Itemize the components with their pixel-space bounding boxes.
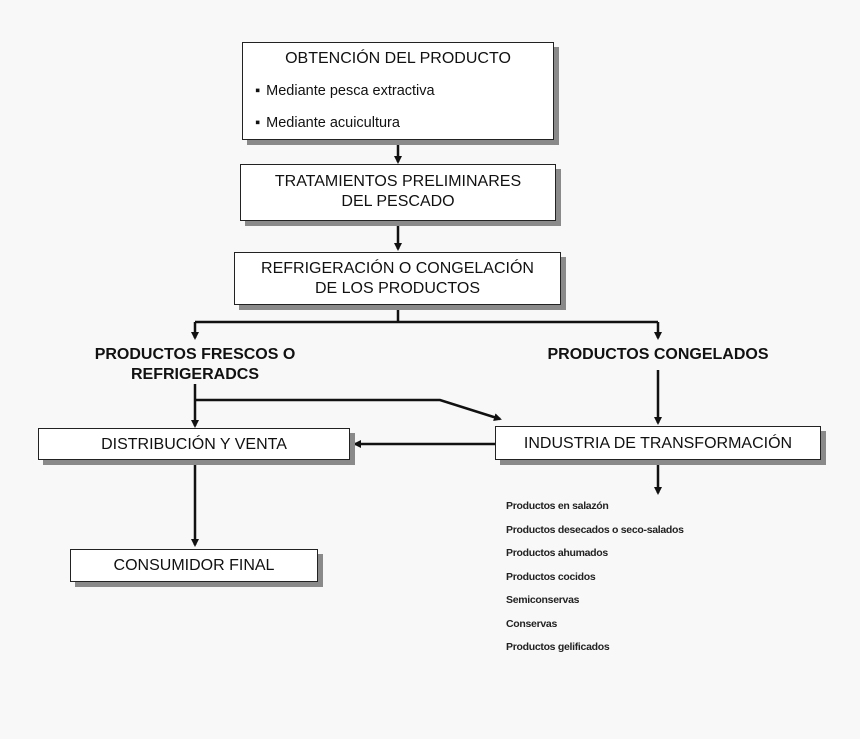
bullet-acuicultura: Mediante acuicultura xyxy=(243,113,553,133)
box-tratamientos-preliminares: TRATAMIENTOS PRELIMINARES DEL PESCADO xyxy=(240,164,556,221)
box-consumidor-final: CONSUMIDOR FINAL xyxy=(70,549,318,582)
product-item: Conservas xyxy=(506,617,557,630)
product-item: Productos desecados o seco-salados xyxy=(506,523,684,536)
obtencion-title: OBTENCIÓN DEL PRODUCTO xyxy=(285,50,511,67)
frescos-line1: PRODUCTOS FRESCOS O xyxy=(94,346,296,363)
product-item: Productos en salazón xyxy=(506,500,609,512)
processed-products-list: Productos en salazón Productos desecados… xyxy=(506,500,684,665)
box-refrigeracion-congelacion: REFRIGERACIÓN O CONGELACIÓN DE LOS PRODU… xyxy=(234,252,561,305)
box-distribucion-venta: DISTRIBUCIÓN Y VENTA xyxy=(38,428,350,460)
refrigeracion-line2: DE LOS PRODUCTOS xyxy=(314,280,481,297)
frescos-line2: REFRIGERADCS xyxy=(130,366,259,383)
box-obtencion-del-producto: OBTENCIÓN DEL PRODUCTO Mediante pesca ex… xyxy=(242,42,554,140)
refrigeracion-line1: REFRIGERACIÓN O CONGELACIÓN xyxy=(261,260,534,277)
tratamientos-line2: DEL PESCADO xyxy=(341,193,455,210)
product-item: Productos ahumados xyxy=(506,547,608,559)
product-item: Productos cocidos xyxy=(506,570,596,583)
label-productos-frescos: PRODUCTOS FRESCOS O REFRIGERADCS xyxy=(70,345,320,385)
product-item: Semiconservas xyxy=(506,594,580,606)
product-item: Productos gelificados xyxy=(506,641,610,653)
box-industria-transformacion: INDUSTRIA DE TRANSFORMACIÓN xyxy=(495,426,821,460)
frescos-to-industria xyxy=(195,398,502,422)
label-productos-congelados: PRODUCTOS CONGELADOS xyxy=(547,346,769,363)
bullet-pesca-extractiva: Mediante pesca extractiva xyxy=(243,81,553,101)
tratamientos-line1: TRATAMIENTOS PRELIMINARES xyxy=(274,173,522,190)
